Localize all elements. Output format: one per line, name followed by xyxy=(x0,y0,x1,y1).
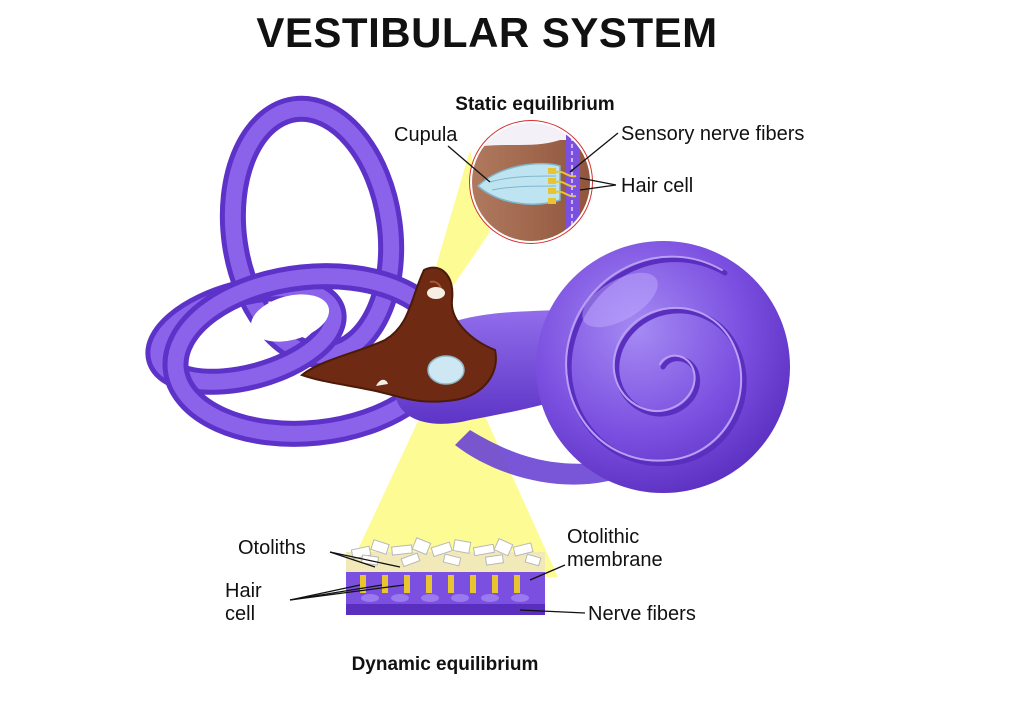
label-cupula: Cupula xyxy=(394,124,458,146)
label-hair-cell-top: Hair cell xyxy=(621,175,693,197)
label-otolithic-2: membrane xyxy=(567,549,663,571)
label-nerve-fibers: Nerve fibers xyxy=(588,603,696,625)
page-title: VESTIBULAR SYSTEM xyxy=(256,9,717,56)
otolith-block xyxy=(346,537,545,615)
semicircular-canals xyxy=(145,95,458,447)
label-sensory-nerve-fibers: Sensory nerve fibers xyxy=(621,123,804,145)
label-hair-cell-bottom-2: cell xyxy=(225,603,255,625)
dynamic-highlight-beam xyxy=(345,372,558,577)
label-otoliths: Otoliths xyxy=(238,537,306,559)
dynamic-equilibrium-heading: Dynamic equilibrium xyxy=(352,654,539,675)
macula-otolith xyxy=(427,355,465,385)
cochlea xyxy=(536,241,790,493)
static-equilibrium-heading: Static equilibrium xyxy=(455,94,614,115)
vestibule xyxy=(299,266,497,403)
leader-lines xyxy=(289,132,619,614)
label-hair-cell-bottom-1: Hair xyxy=(225,580,262,602)
ampulla-cupula xyxy=(427,287,445,299)
label-otolithic-1: Otolithic xyxy=(567,526,639,548)
